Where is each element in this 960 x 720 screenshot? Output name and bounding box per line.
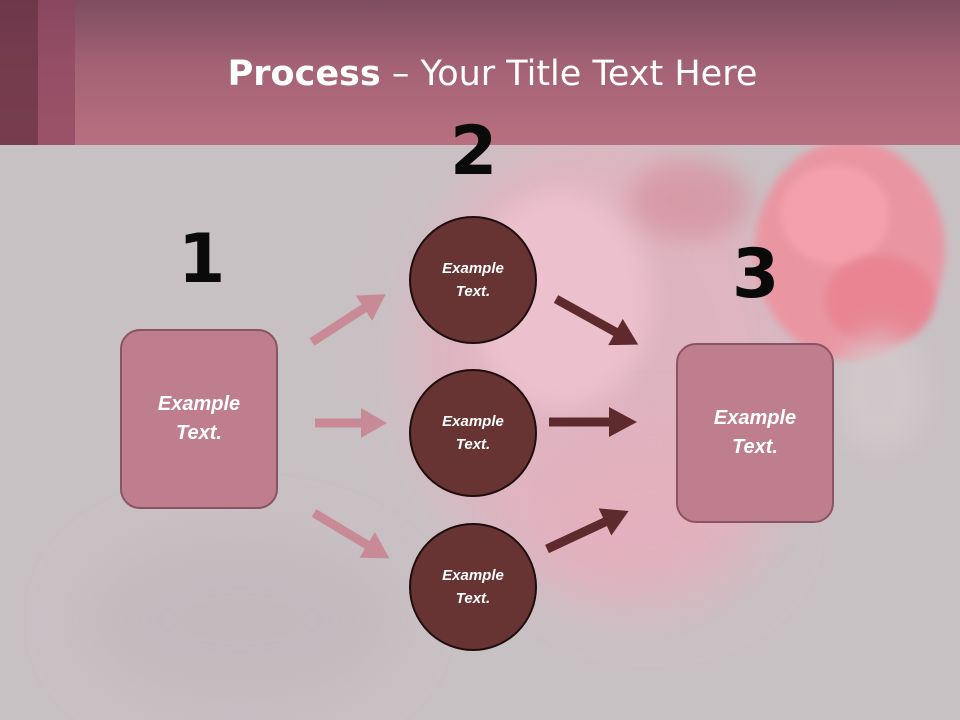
slide-title: Process – Your Title Text Here xyxy=(0,52,960,96)
arrow-to-circle-3 xyxy=(311,509,390,559)
circle-line-1: Example xyxy=(442,260,504,277)
circle-line-1: Example xyxy=(442,567,504,584)
arrow-from-circle-3 xyxy=(545,508,629,554)
circle-line-2: Text. xyxy=(455,436,491,453)
input-box-line-2: Text. xyxy=(176,422,222,444)
circle-label: Example Text. xyxy=(418,564,528,610)
process-circle-2: Example Text. xyxy=(409,369,537,497)
incoming-arrows xyxy=(309,294,390,559)
stage-number-2: 2 xyxy=(450,112,498,191)
output-box-label: Example Text. xyxy=(700,404,810,462)
header-accent-stripe xyxy=(38,0,75,145)
process-circle-3: Example Text. xyxy=(409,523,537,651)
circle-line-2: Text. xyxy=(455,590,491,607)
circle-label: Example Text. xyxy=(418,410,528,456)
process-circle-1: Example Text. xyxy=(409,216,537,344)
header-accent-stripe xyxy=(0,0,38,145)
title-rest: – Your Title Text Here xyxy=(380,54,758,94)
output-box-line-2: Text. xyxy=(732,436,778,458)
arrow-to-circle-1 xyxy=(309,294,386,346)
input-box-label: Example Text. xyxy=(144,390,254,448)
circle-label: Example Text. xyxy=(418,257,528,303)
arrow-from-circle-1 xyxy=(553,295,639,346)
arrow-from-circle-2 xyxy=(549,407,637,437)
title-strong: Process xyxy=(227,54,381,94)
stage-number-3: 3 xyxy=(732,235,780,314)
title-bar xyxy=(0,0,960,145)
input-box: Example Text. xyxy=(120,329,278,509)
stage-number-1: 1 xyxy=(178,220,226,299)
outgoing-arrows xyxy=(545,295,639,554)
output-box-line-1: Example xyxy=(713,407,797,429)
input-box-line-1: Example xyxy=(157,393,241,415)
circle-line-1: Example xyxy=(442,413,504,430)
arrow-to-circle-2 xyxy=(315,408,387,438)
circle-line-2: Text. xyxy=(455,283,491,300)
output-box: Example Text. xyxy=(676,343,834,523)
